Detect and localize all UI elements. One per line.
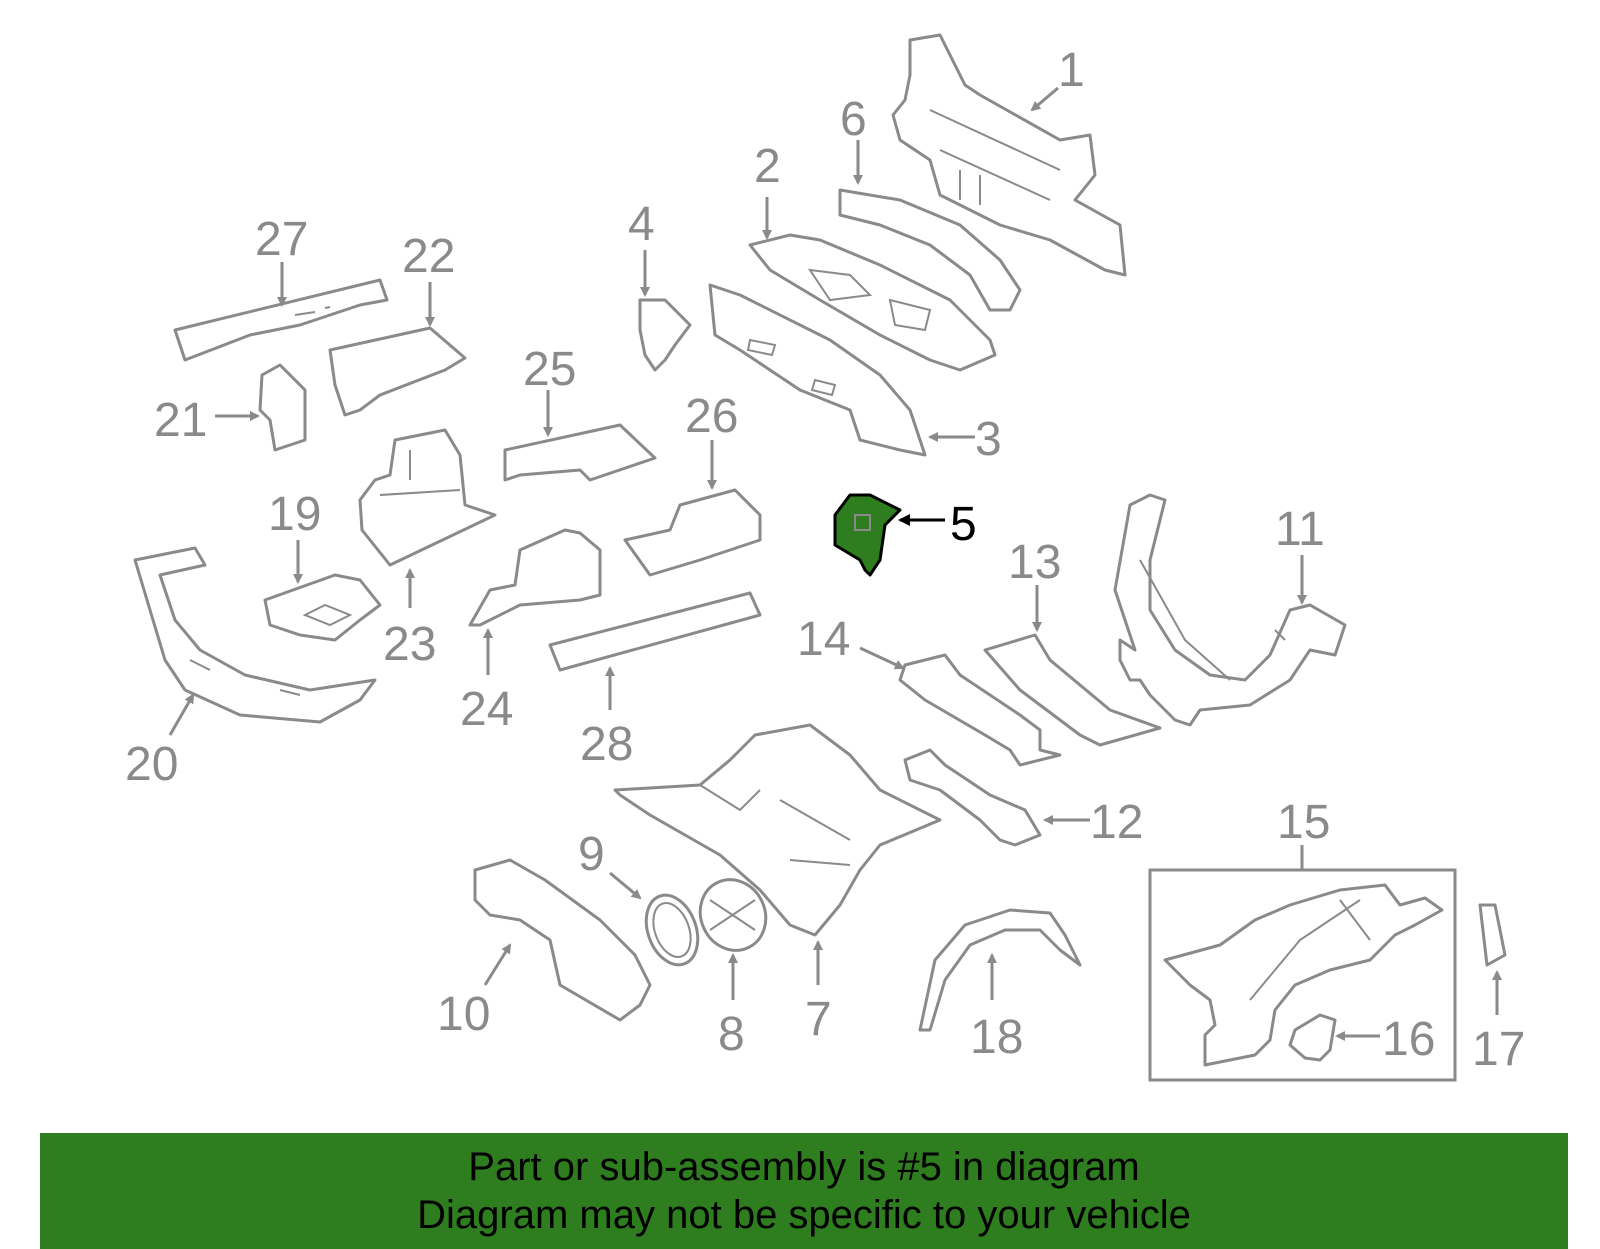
banner-line-2: Diagram may not be specific to your vehi… (417, 1193, 1191, 1237)
part-13[interactable]: 13 (983, 536, 1162, 747)
callout-1: 1 (1058, 44, 1085, 97)
callout-28: 28 (580, 718, 633, 771)
callout-4: 4 (628, 198, 655, 251)
callout-19: 19 (268, 488, 321, 541)
callout-25: 25 (523, 343, 576, 396)
callout-21: 21 (154, 394, 207, 447)
callout-6: 6 (840, 93, 867, 146)
part-19[interactable]: 19 (263, 488, 382, 642)
part-25[interactable]: 25 (503, 343, 657, 482)
part-1[interactable]: 1 (891, 33, 1127, 277)
part-14[interactable]: 14 (797, 613, 1062, 767)
part-20[interactable]: 20 (125, 546, 377, 791)
part-8[interactable]: 8 (689, 869, 777, 1061)
part-11[interactable]: 11 (1113, 493, 1347, 727)
part-3[interactable]: 3 (708, 283, 1002, 466)
callout-26: 26 (685, 390, 738, 443)
callout-13: 13 (1008, 536, 1061, 589)
part-9[interactable]: 9 (578, 828, 707, 972)
callout-7: 7 (805, 993, 832, 1046)
callout-14: 14 (797, 613, 850, 666)
part-21[interactable]: 21 (154, 363, 307, 452)
banner-background (40, 1133, 1568, 1249)
callout-11: 11 (1275, 503, 1325, 556)
callout-5: 5 (950, 498, 977, 551)
callout-2: 2 (754, 140, 781, 193)
info-banner: Part or sub-assembly is #5 in diagram Di… (40, 1133, 1568, 1249)
part-27[interactable]: 27 (173, 213, 389, 362)
callout-12: 12 (1090, 796, 1143, 849)
callout-15: 15 (1277, 796, 1330, 849)
callout-3: 3 (975, 413, 1002, 466)
callout-22: 22 (402, 230, 455, 283)
part-26[interactable]: 26 (623, 390, 762, 577)
callout-18: 18 (970, 1011, 1023, 1064)
part-24[interactable]: 24 (460, 528, 602, 736)
part-5[interactable]: 5 (833, 493, 977, 577)
part-12[interactable]: 12 (903, 748, 1143, 849)
part-15[interactable]: 15 16 (1148, 796, 1457, 1082)
callout-23: 23 (383, 618, 436, 671)
part-22[interactable]: 22 (328, 230, 467, 417)
callout-8: 8 (718, 1008, 745, 1061)
part-23[interactable]: 23 (358, 428, 497, 671)
banner-line-1: Part or sub-assembly is #5 in diagram (468, 1145, 1140, 1189)
part-17[interactable]: 17 (1472, 903, 1525, 1076)
callout-27: 27 (255, 213, 308, 266)
callout-9: 9 (578, 828, 605, 881)
part-7[interactable]: 7 (613, 723, 942, 1046)
callout-24: 24 (460, 683, 513, 736)
callout-20: 20 (125, 738, 178, 791)
callout-10: 10 (437, 988, 490, 1041)
part-18[interactable]: 18 (918, 908, 1082, 1064)
part-6[interactable]: 6 (838, 93, 1022, 312)
part-4[interactable]: 4 (628, 198, 692, 372)
part-16[interactable] (1288, 1013, 1337, 1062)
callout-17: 17 (1472, 1023, 1525, 1076)
part-28[interactable]: 28 (548, 591, 762, 771)
inset-box-15 (1148, 868, 1457, 1082)
part-10[interactable]: 10 (437, 858, 652, 1041)
callout-16: 16 (1382, 1013, 1435, 1066)
part-2[interactable]: 2 (748, 140, 997, 372)
